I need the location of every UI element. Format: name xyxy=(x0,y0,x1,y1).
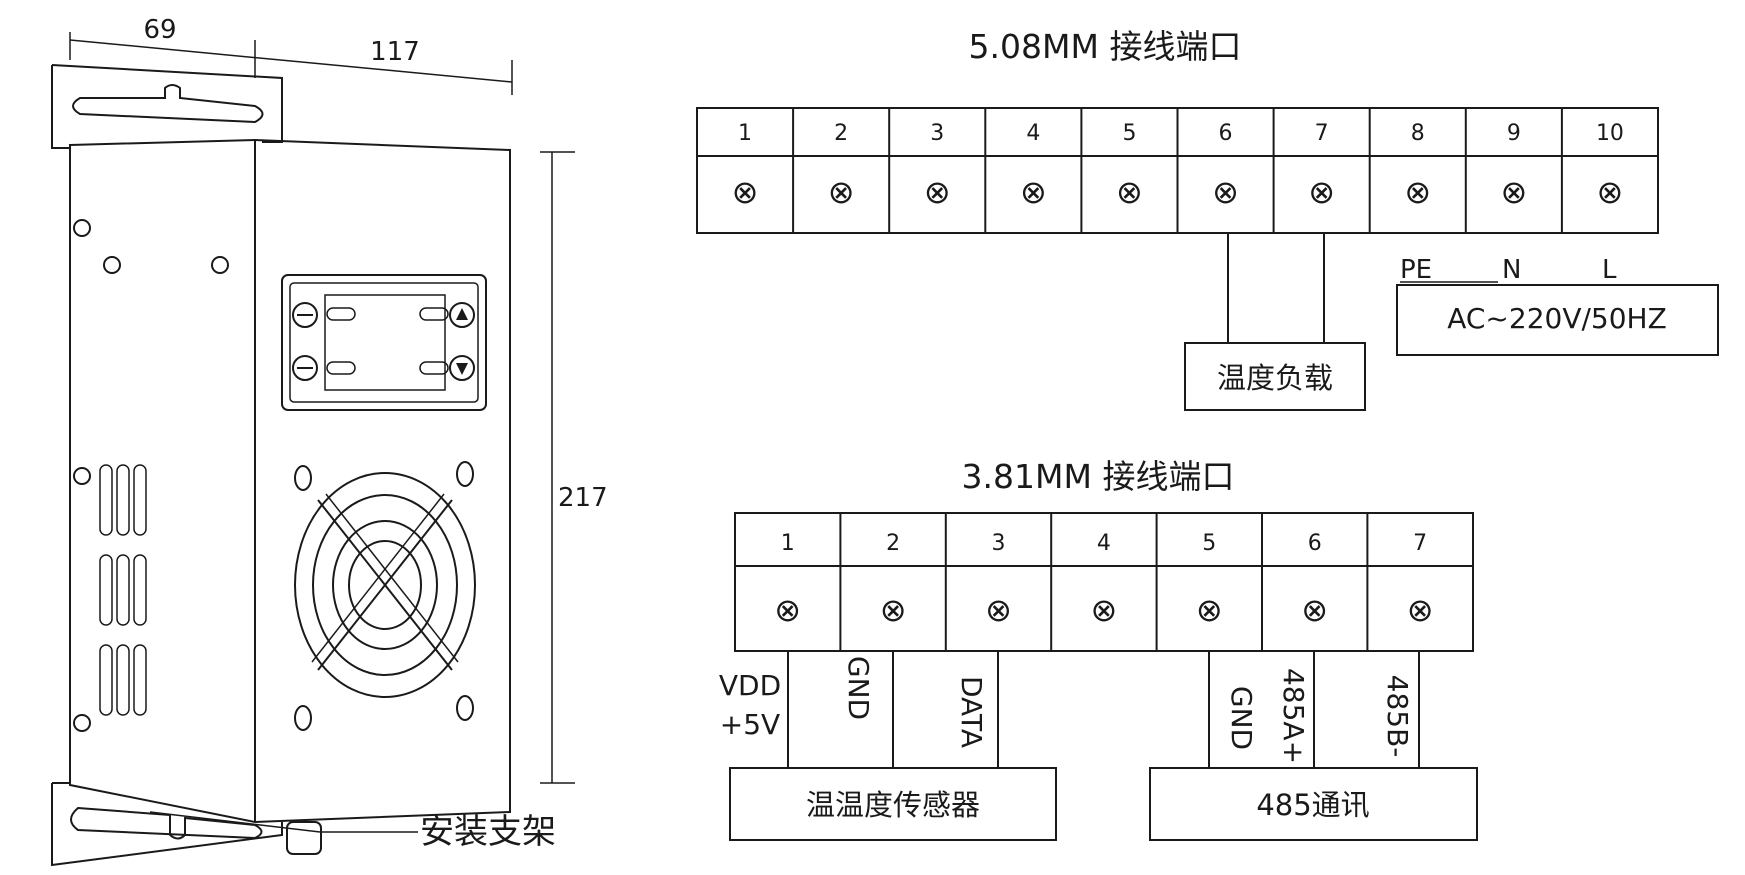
screw-terminal-icon: ⊗ xyxy=(828,173,855,211)
dim-width: 117 xyxy=(370,37,420,67)
terminal-381-cells: 1 ⊗ 2 ⊗ 3 ⊗ 4 ⊗ 5 ⊗ 6 ⊗ 7 ⊗ xyxy=(774,513,1434,651)
fan-screws xyxy=(294,461,474,731)
load-box xyxy=(1184,342,1366,411)
screw-terminal-icon: ⊗ xyxy=(1020,173,1047,211)
terminal-number: 4 xyxy=(1097,531,1111,556)
fan-grille xyxy=(294,472,476,698)
load-label: 温度负载 xyxy=(1217,361,1333,395)
sensor-label: 温温度传感器 xyxy=(806,788,980,822)
gnd2-label: GND xyxy=(1225,686,1258,750)
screw-terminal-icon: ⊗ xyxy=(1407,591,1434,629)
terminal-number: 7 xyxy=(1413,531,1427,556)
dim-line xyxy=(69,39,513,83)
terminal-number: 5 xyxy=(1202,531,1216,556)
screw-terminal-icon: ⊗ xyxy=(1196,591,1223,629)
screw-terminal-icon: ⊗ xyxy=(985,591,1012,629)
terminal-number: 2 xyxy=(886,531,900,556)
dim-depth: 69 xyxy=(143,15,176,45)
terminal-508-title: 5.08MM 接线端口 xyxy=(969,27,1242,66)
terminal-number: 9 xyxy=(1507,121,1521,146)
n-label: N xyxy=(1502,255,1521,285)
terminal-number: 1 xyxy=(781,531,795,556)
bottom-mounting-bracket xyxy=(51,782,283,867)
terminal-number: 2 xyxy=(834,121,848,146)
terminal-number: 10 xyxy=(1596,121,1624,146)
screw-terminal-icon: ⊗ xyxy=(880,591,907,629)
bracket-leader xyxy=(149,811,321,833)
vdd-volt-label: +5V xyxy=(720,708,780,741)
side-vents xyxy=(99,464,147,716)
display-buttons xyxy=(292,302,475,381)
side-screws xyxy=(73,219,229,732)
data-label: DATA xyxy=(955,676,988,748)
screw-terminal-icon: ⊗ xyxy=(1116,173,1143,211)
terminal-508: 5.08MM 接线端口 1 ⊗ 2 ⊗ 3 ⊗ 4 ⊗ 5 ⊗ 6 ⊗ 7 ⊗ 8 ⊗ 9 ⊗ 10 ⊗ 温度负载 P… xyxy=(696,27,1719,411)
device-body xyxy=(69,138,511,824)
power-label: AC~220V/50HZ xyxy=(1447,302,1667,335)
comm-label: 485通讯 xyxy=(1256,788,1369,822)
terminal-number: 3 xyxy=(992,531,1006,556)
terminal-number: 3 xyxy=(930,121,944,146)
device-illustration: 69 117 217 xyxy=(51,15,608,867)
terminal-number: 1 xyxy=(738,121,752,146)
terminal-508-cells: 1 ⊗ 2 ⊗ 3 ⊗ 4 ⊗ 5 ⊗ 6 ⊗ 7 ⊗ 8 ⊗ 9 ⊗ 10 ⊗ xyxy=(732,108,1624,233)
terminal-number: 8 xyxy=(1411,121,1425,146)
terminal-381: 3.81MM 接线端口 1 ⊗ 2 ⊗ 3 ⊗ 4 ⊗ 5 ⊗ 6 ⊗ 7 ⊗ VDD +5V GND D… xyxy=(719,457,1478,841)
screw-terminal-icon: ⊗ xyxy=(1212,173,1239,211)
pe-label: PE xyxy=(1400,255,1432,285)
terminal-381-title: 3.81MM 接线端口 xyxy=(962,457,1235,496)
top-mounting-bracket xyxy=(51,64,283,149)
terminal-number: 6 xyxy=(1308,531,1322,556)
terminal-number: 5 xyxy=(1122,121,1136,146)
terminal-number: 7 xyxy=(1315,121,1329,146)
screw-terminal-icon: ⊗ xyxy=(732,173,759,211)
dim-height: 217 xyxy=(558,483,608,513)
vdd-label: VDD xyxy=(719,669,781,702)
terminal-381-block xyxy=(734,512,1474,652)
485a-label: 485A+ xyxy=(1277,668,1310,764)
display-panel-inner xyxy=(289,282,479,403)
display-screen xyxy=(324,294,446,391)
screw-terminal-icon: ⊗ xyxy=(1404,173,1431,211)
bottom-bracket-slot xyxy=(70,806,263,840)
comm-box xyxy=(1149,767,1478,841)
l-label: L xyxy=(1602,255,1617,285)
screw-terminal-icon: ⊗ xyxy=(1500,173,1527,211)
bracket-label: 安装支架 xyxy=(420,812,556,852)
terminal-number: 6 xyxy=(1219,121,1233,146)
display-panel xyxy=(281,274,487,411)
sensor-box xyxy=(729,767,1057,841)
screw-terminal-icon: ⊗ xyxy=(774,591,801,629)
screw-terminal-icon: ⊗ xyxy=(1090,591,1117,629)
power-box xyxy=(1396,284,1719,356)
terminal-number: 4 xyxy=(1026,121,1040,146)
gnd1-label: GND xyxy=(842,656,875,720)
top-bracket-slot xyxy=(72,84,264,124)
485b-label: 485B- xyxy=(1381,675,1414,758)
screw-terminal-icon: ⊗ xyxy=(924,173,951,211)
screw-terminal-icon: ⊗ xyxy=(1301,591,1328,629)
screw-terminal-icon: ⊗ xyxy=(1597,173,1624,211)
screw-terminal-icon: ⊗ xyxy=(1308,173,1335,211)
cable-gland xyxy=(286,821,322,855)
